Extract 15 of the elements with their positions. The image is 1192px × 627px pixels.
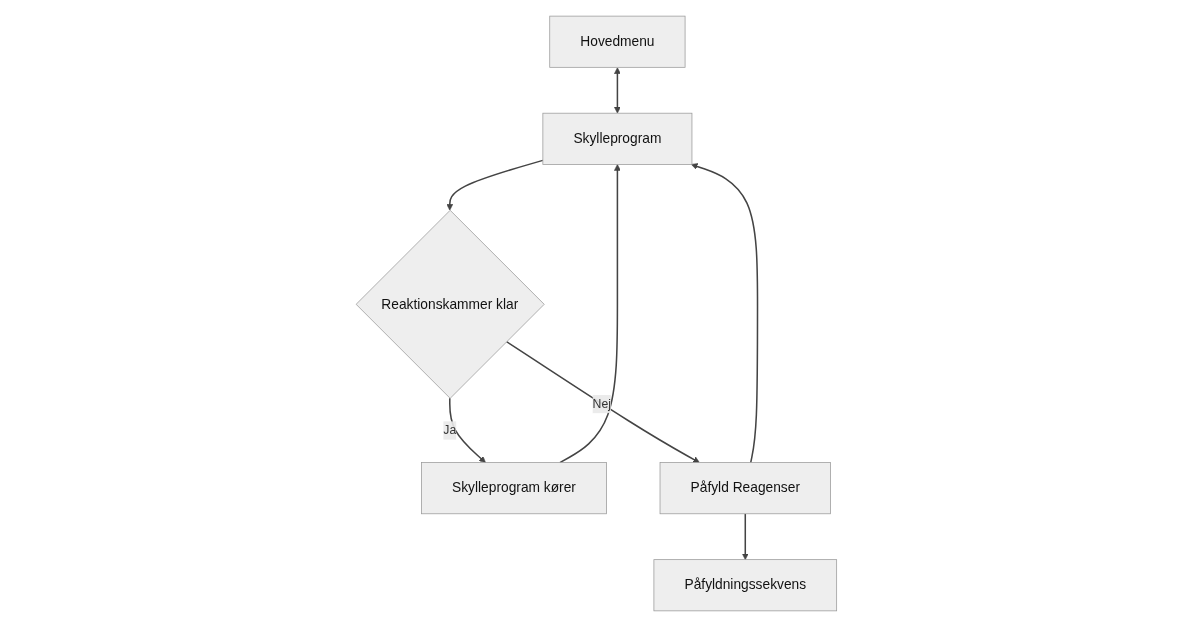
- node-box: Skylleprogram: [542, 112, 692, 165]
- arrow: [448, 397, 486, 463]
- edge-label: Nej: [592, 397, 611, 411]
- edge-label: Ja: [442, 423, 456, 437]
- arrow: [690, 163, 758, 464]
- arrow: [558, 164, 621, 464]
- arrow: [613, 67, 621, 114]
- node-box: Påfyldningssekvens: [653, 559, 837, 612]
- arrow: [741, 513, 749, 560]
- node-box: Skylleprogram kører: [420, 462, 607, 515]
- arrow: [446, 159, 544, 211]
- arrow: [505, 340, 700, 463]
- node-box: Påfyld Reagenser: [659, 462, 831, 515]
- node-diamond: Reaktionskammer klar: [355, 209, 545, 399]
- node-box: Hovedmenu: [548, 15, 686, 68]
